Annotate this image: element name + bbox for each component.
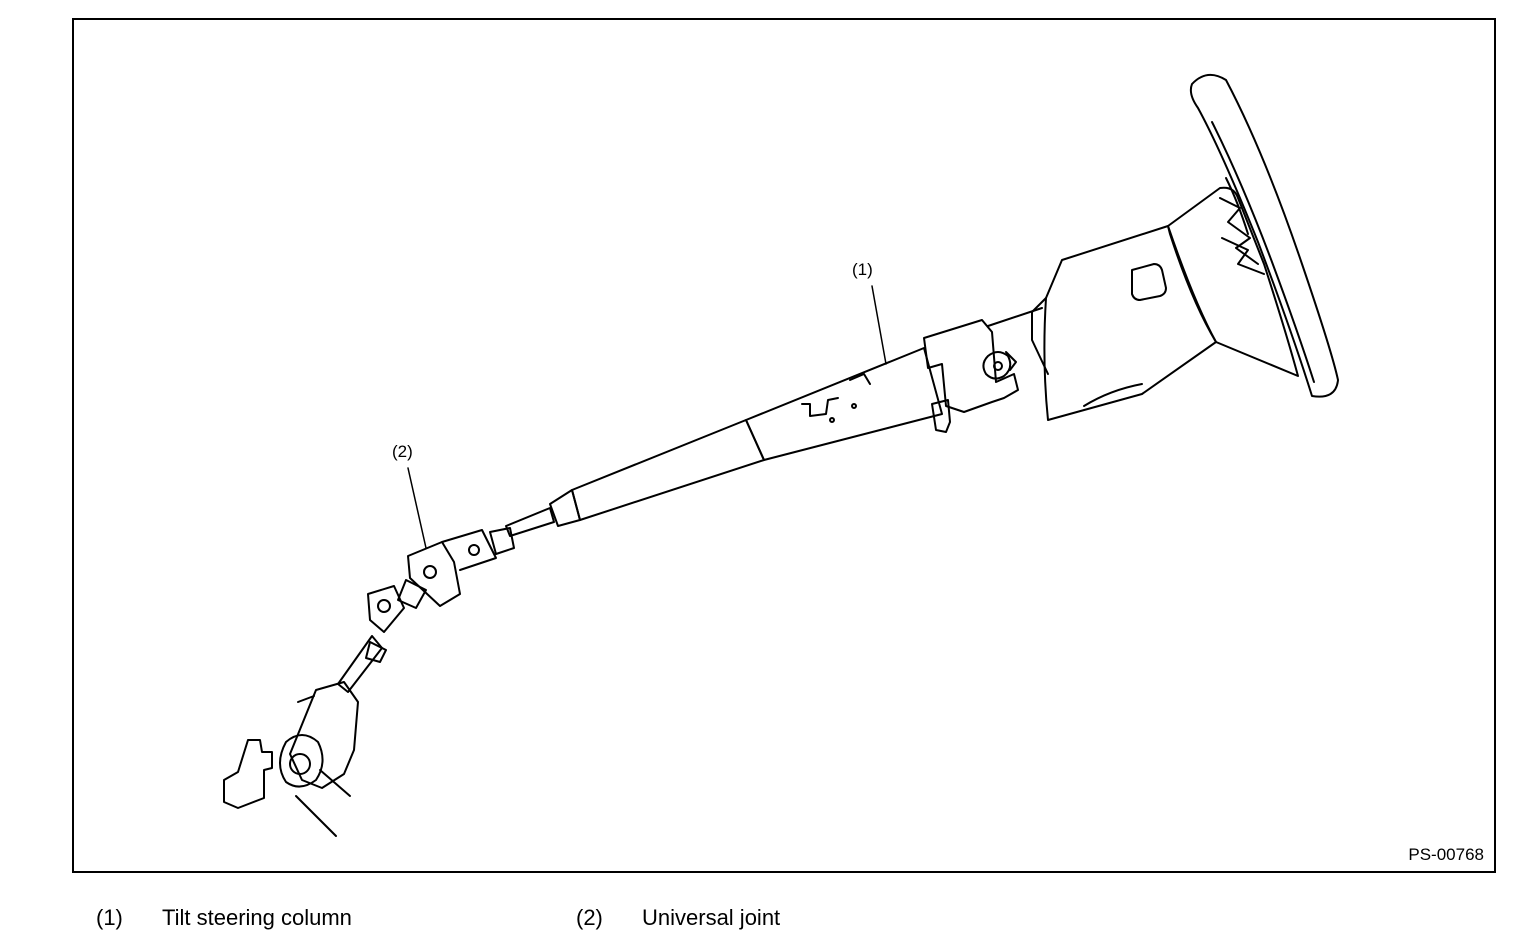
figure-code: PS-00768	[1408, 845, 1484, 864]
legend-number: (1)	[96, 905, 123, 930]
steering-assembly-illustration	[223, 73, 1339, 837]
callout-2: (2)	[392, 442, 413, 461]
legend-text: Tilt steering column	[162, 905, 352, 930]
leader-lines	[407, 285, 887, 549]
column-tube	[505, 347, 943, 537]
lower-shaft	[337, 585, 405, 693]
steering-wheel	[1189, 73, 1339, 398]
legend-number: (2)	[576, 905, 603, 930]
tilt-bracket	[923, 319, 1019, 433]
gearbox	[223, 681, 359, 837]
column-cover	[987, 186, 1299, 421]
callout-1: (1)	[852, 260, 873, 279]
legend-text: Universal joint	[642, 905, 781, 930]
universal-joint	[397, 527, 515, 609]
figure-frame: PS-00768	[72, 18, 1496, 873]
